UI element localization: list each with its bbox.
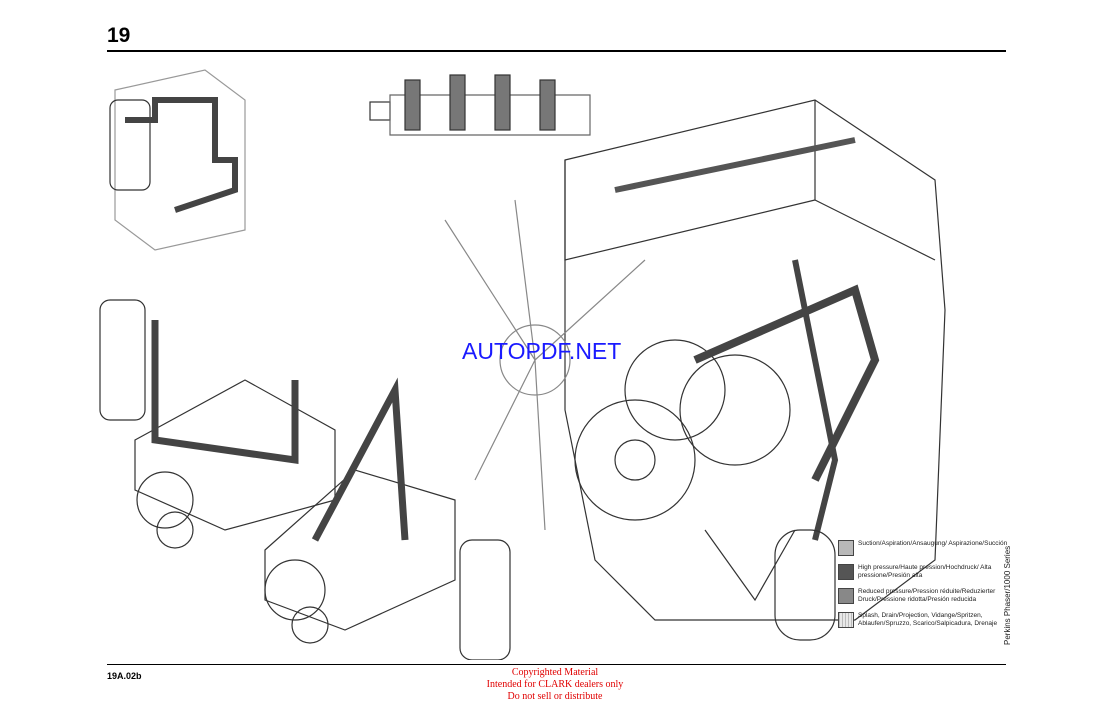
legend-label: Suction/Aspiration/Ansaugung/ Aspirazion… xyxy=(858,540,1008,547)
legend-item-suction: Suction/Aspiration/Ansaugung/ Aspirazion… xyxy=(838,540,1013,556)
legend-item-splash-drain: Splash, Drain/Projection, Vidange/Spritz… xyxy=(838,612,1013,628)
fan xyxy=(444,199,646,531)
oil-pump-assembly-left xyxy=(99,299,336,549)
copyright-notice: Copyrighted Material Intended for CLARK … xyxy=(440,667,670,703)
legend-swatch xyxy=(838,540,854,556)
legend-swatch xyxy=(838,612,854,628)
oil-filter-detail xyxy=(109,69,246,251)
legend-item-high-pressure: High pressure/Haute pression/Hochdruck/ … xyxy=(838,564,1013,580)
legend-swatch xyxy=(838,564,854,580)
copyright-line: Do not sell or distribute xyxy=(507,691,603,702)
engine-lubrication-illustration xyxy=(99,69,946,660)
bottom-rule xyxy=(107,664,1006,665)
engine-block xyxy=(564,99,946,641)
oil-pump-assembly-right xyxy=(264,377,511,660)
page-number: 19 xyxy=(107,24,131,47)
legend-item-reduced-pressure: Reduced pressure/Pression réduite/Reduzi… xyxy=(838,588,1013,604)
crankshaft xyxy=(369,74,591,136)
copyright-line: Copyrighted Material xyxy=(511,667,599,678)
watermark-text: AUTOPDF.NET xyxy=(462,338,622,364)
legend-label: High pressure/Haute pression/Hochdruck/ … xyxy=(858,564,992,579)
flow-legend: Suction/Aspiration/Ansaugung/ Aspirazion… xyxy=(838,540,1013,636)
legend-label: Splash, Drain/Projection, Vidange/Spritz… xyxy=(858,612,998,627)
top-rule xyxy=(107,50,1006,52)
copyright-line: Intended for CLARK dealers only xyxy=(486,679,624,690)
legend-label: Reduced pressure/Pression réduite/Reduzi… xyxy=(858,588,996,603)
document-code: 19A.02b xyxy=(107,671,142,681)
side-series-title: Perkins Phaser/1000 Series xyxy=(1003,545,1012,645)
legend-swatch xyxy=(838,588,854,604)
